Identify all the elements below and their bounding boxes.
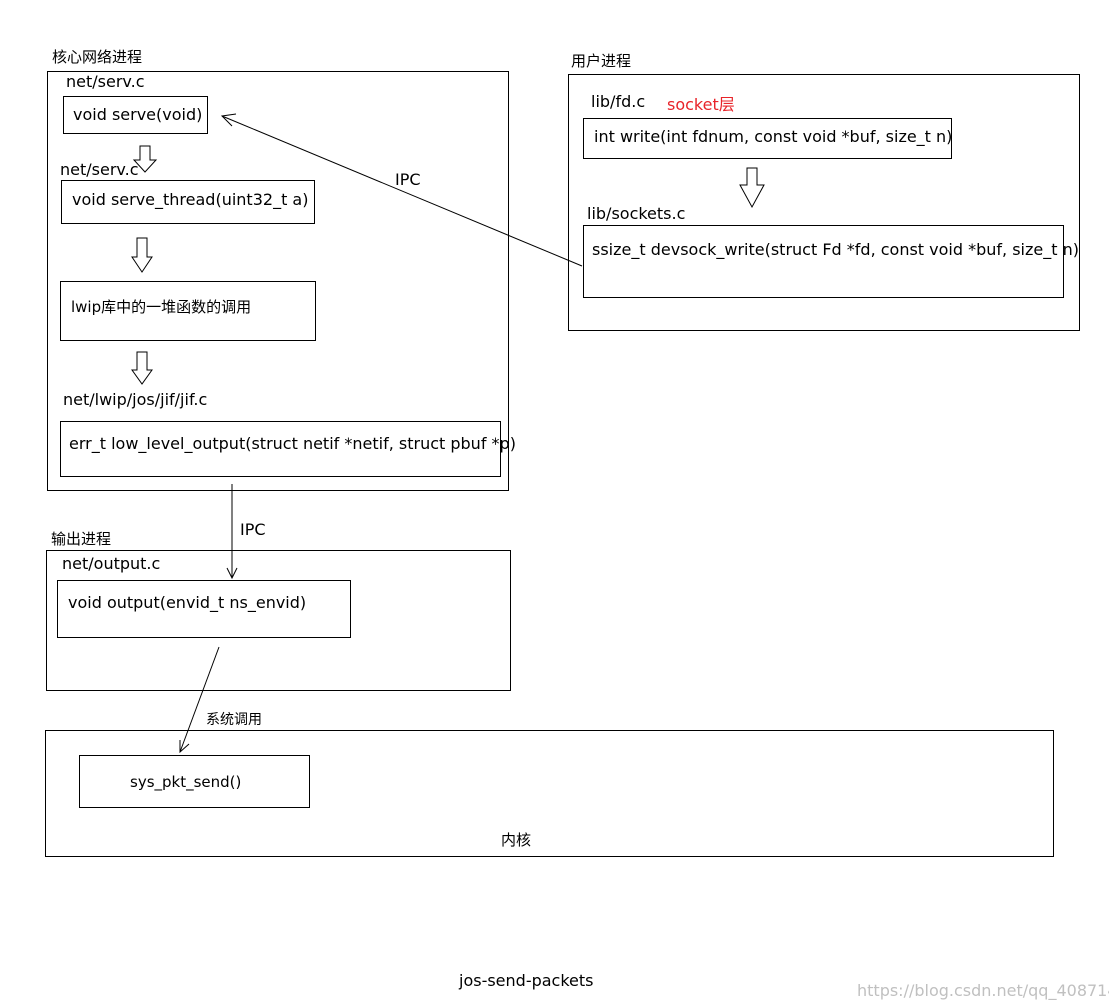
lwip-calls-box: lwip库中的一堆函数的调用 xyxy=(60,281,316,341)
serve-thread-function-box: void serve_thread(uint32_t a) xyxy=(61,180,315,224)
file-serv-label-2: net/serv.c xyxy=(60,160,139,179)
write-function-box: int write(int fdnum, const void *buf, si… xyxy=(583,118,952,159)
core-process-container xyxy=(47,71,509,491)
sys-pkt-send-box: sys_pkt_send() xyxy=(79,755,310,808)
ipc-label-user-to-core: IPC xyxy=(395,170,421,189)
syscall-label: 系统调用 xyxy=(206,712,262,728)
diagram-caption: jos-send-packets xyxy=(459,971,594,990)
output-process-container xyxy=(46,550,511,691)
serve-function-label: void serve(void) xyxy=(73,105,203,124)
devsock-write-function-label: ssize_t devsock_write(struct Fd *fd, con… xyxy=(592,240,1079,259)
low-level-output-label: err_t low_level_output(struct netif *net… xyxy=(69,434,516,453)
output-process-title: 输出进程 xyxy=(51,530,112,548)
output-function-box: void output(envid_t ns_envid) xyxy=(57,580,351,638)
file-sockets-label: lib/sockets.c xyxy=(587,204,686,223)
devsock-write-function-box: ssize_t devsock_write(struct Fd *fd, con… xyxy=(583,225,1079,298)
core-process-title: 核心网络进程 xyxy=(52,48,143,66)
sys-pkt-send-label: sys_pkt_send() xyxy=(130,773,242,791)
kernel-container xyxy=(45,730,1054,857)
ipc-label-core-to-output: IPC xyxy=(240,520,266,539)
watermark: https://blog.csdn.net/qq_40871466 xyxy=(857,981,1109,1000)
serve-thread-function-label: void serve_thread(uint32_t a) xyxy=(72,190,309,209)
file-output-label: net/output.c xyxy=(62,554,161,573)
serve-function-box: void serve(void) xyxy=(63,96,208,134)
file-fd-label: lib/fd.c xyxy=(591,92,646,111)
kernel-label: 内核 xyxy=(501,831,532,849)
socket-layer-label: socket层 xyxy=(667,95,735,114)
user-process-title: 用户进程 xyxy=(571,52,632,70)
output-function-label: void output(envid_t ns_envid) xyxy=(68,593,307,612)
write-function-label: int write(int fdnum, const void *buf, si… xyxy=(594,127,953,146)
low-level-output-box: err_t low_level_output(struct netif *net… xyxy=(60,421,516,477)
file-serv-label-1: net/serv.c xyxy=(66,72,145,91)
lwip-calls-label: lwip库中的一堆函数的调用 xyxy=(71,298,252,316)
file-jif-label: net/lwip/jos/jif/jif.c xyxy=(63,390,208,409)
